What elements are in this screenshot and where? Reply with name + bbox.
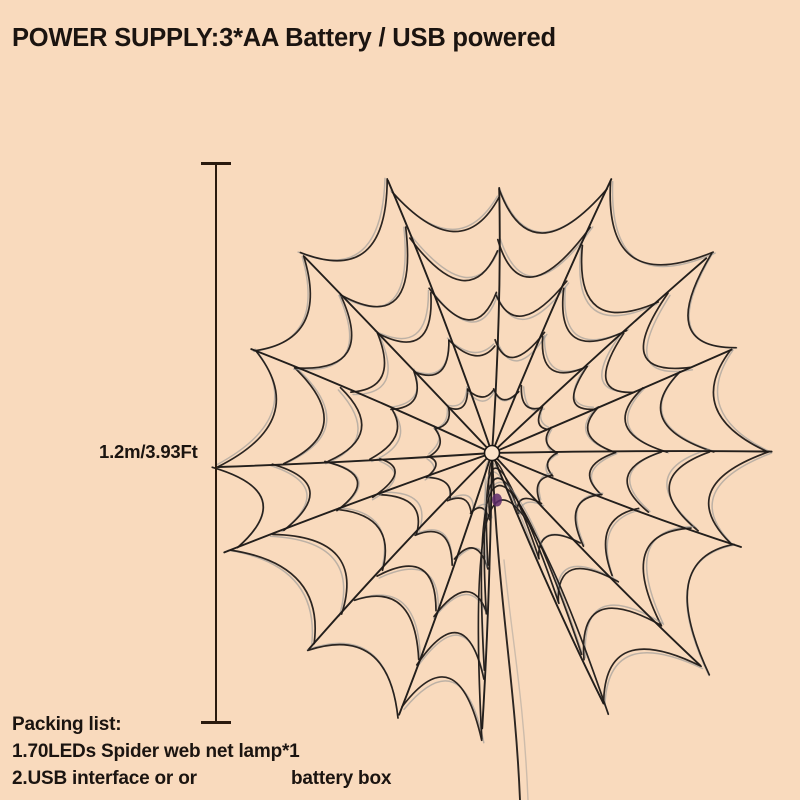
packing-list-item-2-continued: battery box — [291, 768, 392, 789]
packing-list-title: Packing list: — [12, 714, 122, 735]
packing-list-item-1: 1.70LEDs Spider web net lamp*1 — [12, 741, 300, 762]
packing-list-item-2: 2.USB interface or or — [12, 768, 197, 789]
dimension-label: 1.2m/3.93Ft — [99, 441, 198, 462]
dimension-line — [215, 163, 217, 723]
dimension-cap-bottom — [201, 721, 231, 724]
power-supply-headline: POWER SUPPLY:3*AA Battery / USB powered — [12, 24, 556, 52]
